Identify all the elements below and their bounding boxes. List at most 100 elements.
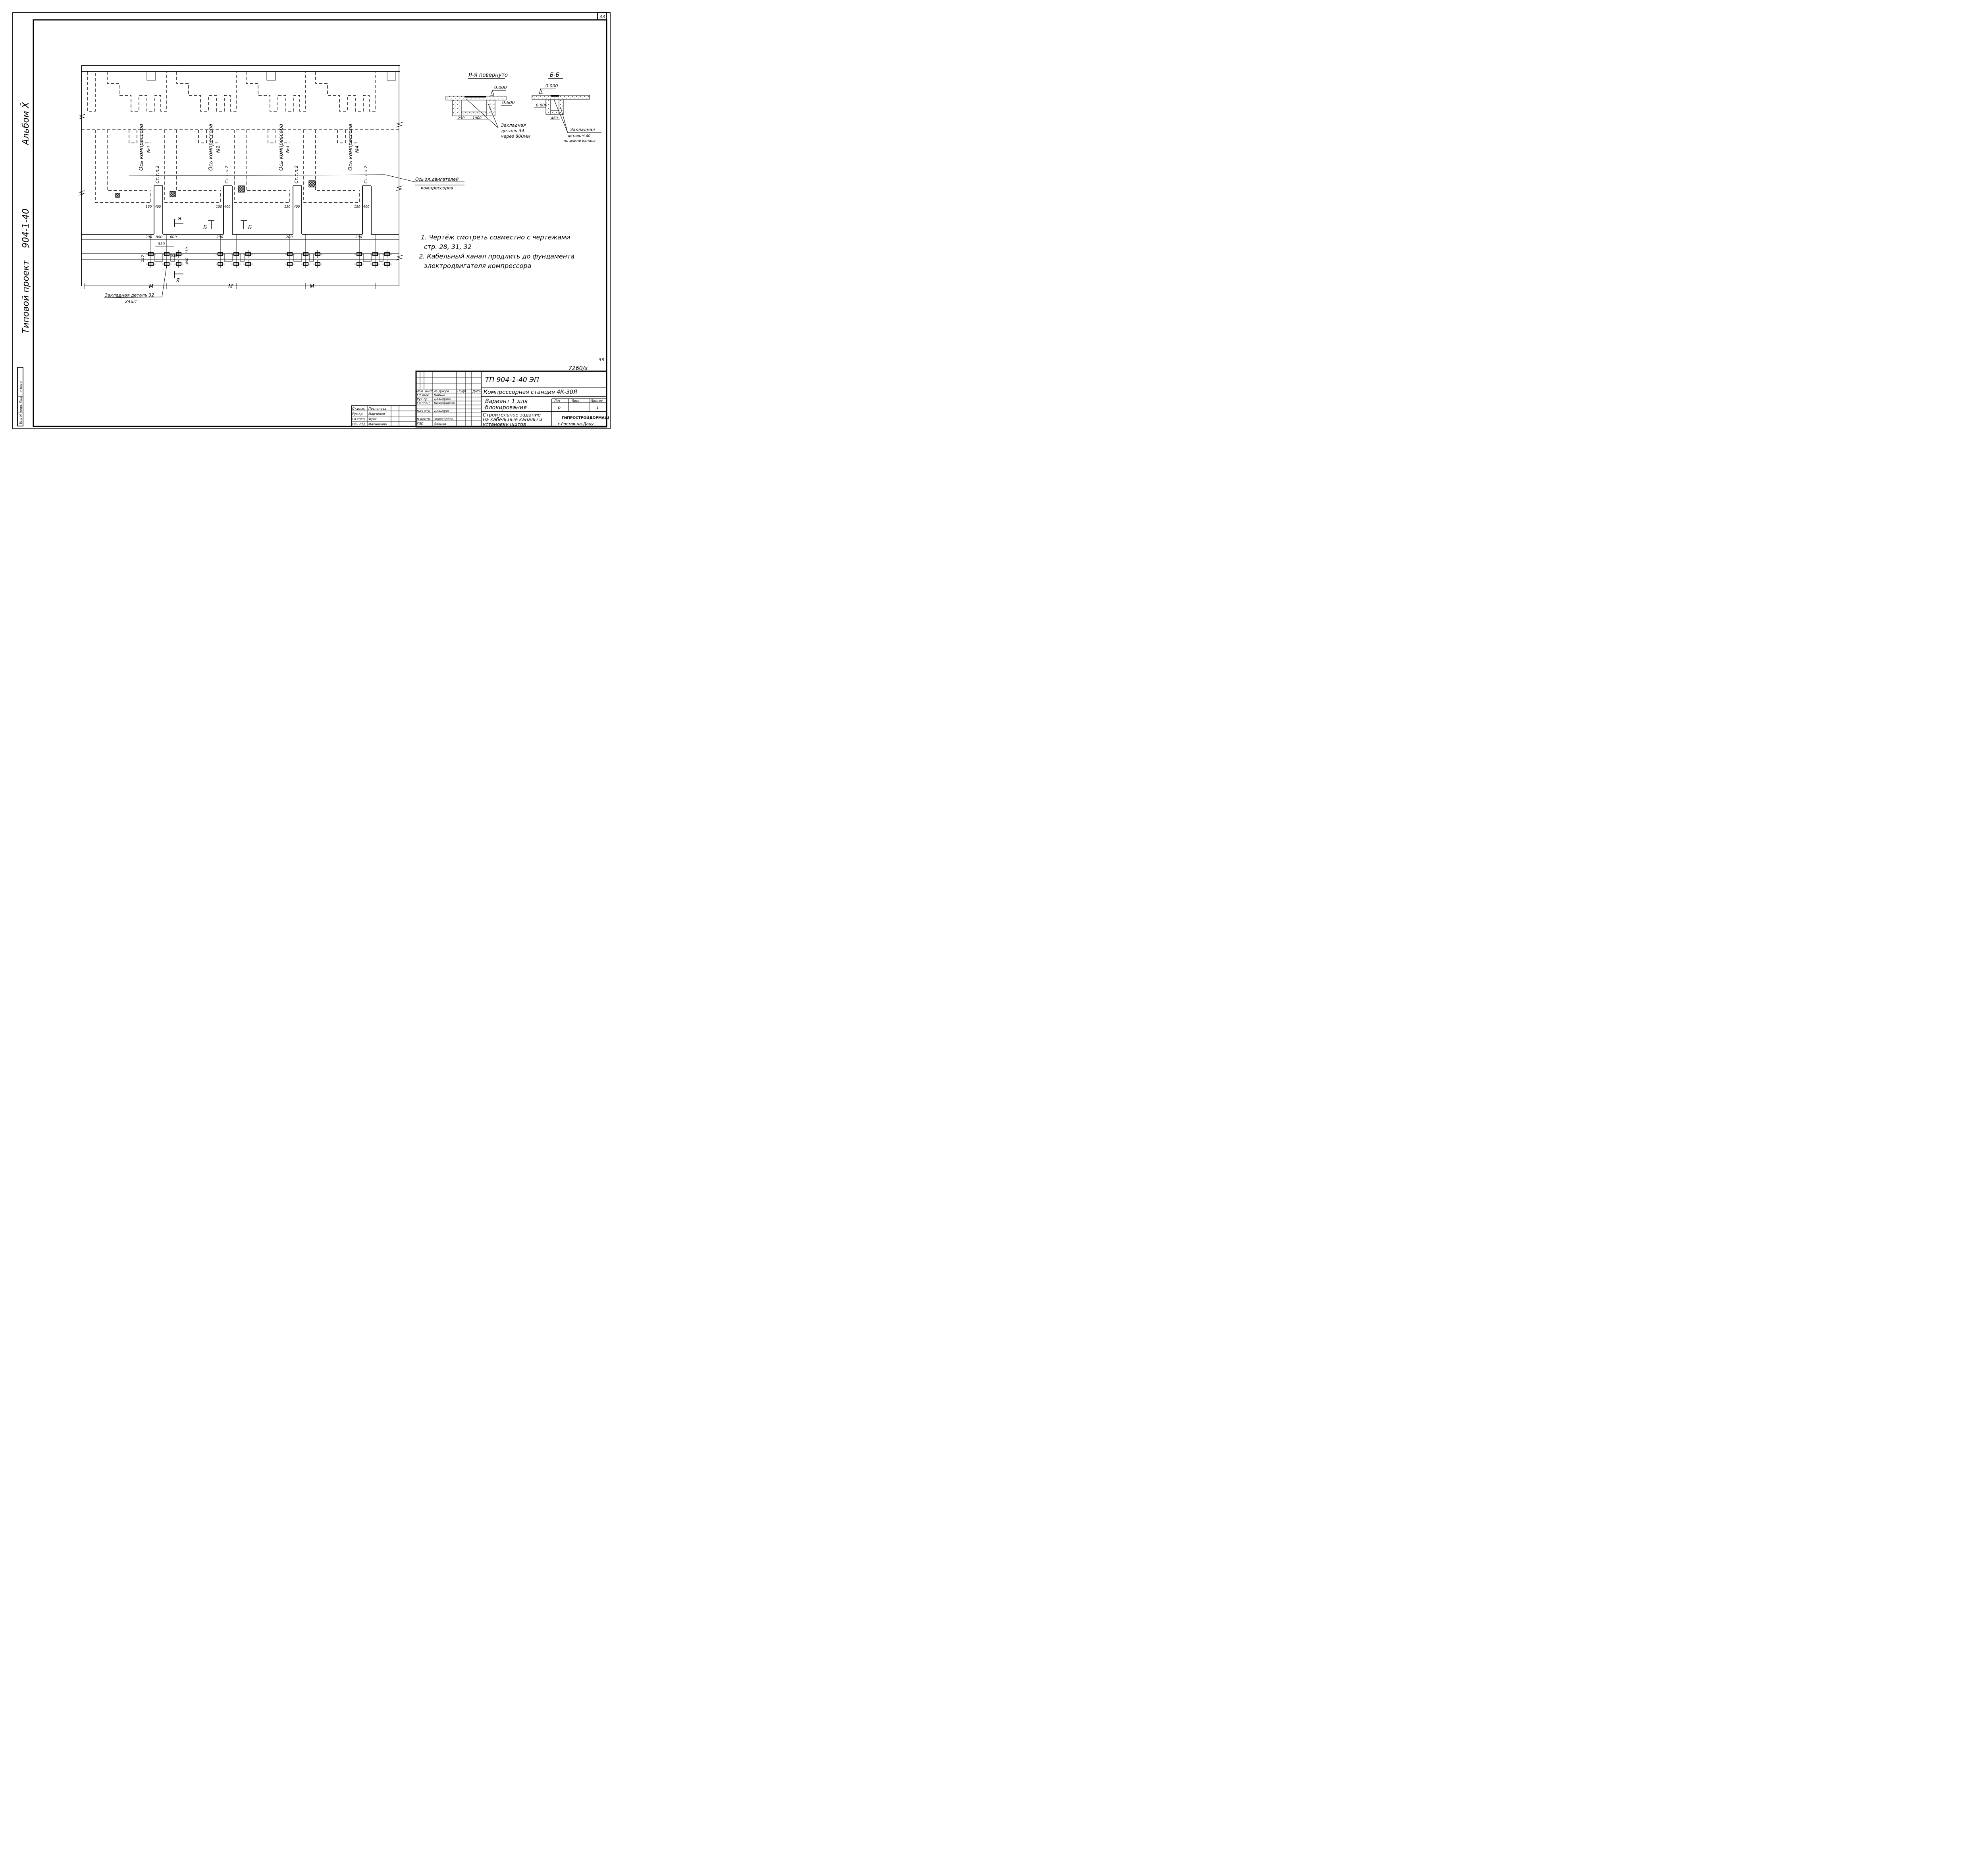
section-mark-a1: Я: [177, 216, 181, 222]
drawing-sheet: 33 Типовой проект 904-1-40 Альбом X̄ Инв…: [12, 12, 611, 429]
inv-strip-label: Инв N подл. Подп. и дата: [19, 382, 23, 424]
svg-text:Рук.гр.: Рук.гр.: [352, 412, 364, 416]
sheet-title-2: на кабельные каналы и: [483, 417, 542, 422]
svg-text:№ докум: № докум: [434, 389, 449, 393]
section-aa: Я-Я повернуто 0.000 0.600 250 1000 Закла…: [445, 72, 530, 139]
compressor-number: №2: [216, 146, 221, 153]
bottom-dim-3: M: [310, 284, 314, 290]
variant-line-2: блокирования: [485, 405, 527, 411]
svg-text:Махникова: Махникова: [368, 422, 387, 426]
svg-text:400: 400: [224, 205, 230, 208]
svg-text:ГИП: ГИП: [417, 422, 423, 426]
plan-drawing: M M M Я Я Б Б 200 800 550 600 550 150 15…: [78, 65, 464, 304]
note-2-cont: электродвигателя компрессора: [424, 262, 531, 270]
svg-text:150: 150: [185, 247, 189, 254]
compressor-axis: Ось компрессора: [348, 124, 354, 171]
svg-text:Марченко: Марченко: [368, 412, 385, 416]
compressor-number: №3: [285, 146, 290, 153]
svg-text:200: 200: [145, 235, 152, 239]
svg-text:Изм: Изм: [416, 389, 423, 393]
svg-text:Кожевников: Кожевников: [434, 401, 455, 405]
compressor-axis: Ось компрессора: [278, 124, 284, 171]
section-bb: Б-Б 0.000 0.600 460 Закладная деталь Ч-4…: [532, 72, 601, 143]
first-group-dims: 200 800 550 600 550 150 150 400: [141, 235, 189, 264]
svg-text:150: 150: [216, 205, 222, 208]
svg-text:200: 200: [355, 235, 362, 239]
cable-tray-label: Ст.т.п.2: [224, 166, 229, 183]
cable-tray-label: Ст.т.п.2: [363, 166, 368, 183]
svg-text:Гл.спец.: Гл.спец.: [417, 401, 431, 405]
svg-text:1: 1: [596, 405, 599, 410]
bottom-dim-2: M: [228, 284, 233, 290]
section-aa-title: Я-Я повернуто: [468, 72, 508, 78]
svg-text:400: 400: [155, 205, 161, 208]
general-notes: 1. Чертёж смотреть совместно с чертежами…: [419, 233, 574, 270]
svg-text:Поспоньев: Поспоньев: [368, 407, 386, 411]
cable-tray-label: Ст.т.п.2: [294, 166, 299, 183]
sheet-title-3: установку щитов: [482, 422, 526, 427]
compressor-3: Ось компрессора №3 Ст.т.п.2 150 400 200: [278, 124, 300, 239]
compressor-4: Ось компрессора №4 Ст.т.п.2 150 400 200: [348, 124, 369, 239]
svg-text:Ст.инж.: Ст.инж.: [417, 393, 430, 397]
compressor-1: Ось компрессора №1 Ст.т.п.2 150 400: [139, 124, 161, 208]
svg-text:0.000: 0.000: [545, 83, 558, 89]
svg-text:600: 600: [170, 235, 177, 239]
svg-text:Фукс: Фукс: [368, 417, 377, 421]
svg-text:Золотарёва: Золотарёва: [434, 417, 453, 421]
bottom-dim-1: M: [149, 284, 153, 290]
organization: ГИПРОСТРОЙДОРМАШ: [562, 415, 609, 420]
svg-text:250: 250: [458, 116, 464, 120]
side-stamp: Типовой проект 904-1-40 Альбом X̄ Инв N …: [17, 102, 31, 426]
svg-text:150: 150: [146, 205, 152, 208]
section-bb-title: Б-Б: [550, 72, 559, 78]
section-mark-b1: Б: [203, 224, 207, 231]
svg-text:Нач.отд.: Нач.отд.: [417, 409, 431, 413]
inv-strip-box: [17, 367, 23, 426]
svg-text:1000: 1000: [472, 116, 482, 120]
note-2: 2. Кабельный канал продлить до фундамент…: [419, 253, 574, 260]
designation: ТП 904-1-40 ЭП: [485, 376, 539, 384]
page-number: 33: [599, 14, 605, 19]
compressor-labels: Ось компрессора №1 Ст.т.п.2 150 400 Ось …: [139, 124, 369, 239]
svg-text:Леонов: Леонов: [434, 422, 446, 426]
svg-text:Нач.отд.: Нач.отд.: [352, 422, 366, 426]
note-1: 1. Чертёж смотреть совместно с чертежами: [421, 233, 570, 241]
embedded-label-1: Закладная деталь 32: [105, 293, 154, 298]
svg-text:Лист: Лист: [424, 389, 433, 393]
svg-text:Давыдов: Давыдов: [434, 409, 449, 413]
svg-text:Рук.гр.: Рук.гр.: [417, 397, 428, 401]
compressor-axis: Ось компрессора: [208, 124, 214, 171]
svg-text:400: 400: [363, 205, 369, 208]
svg-text:Закладная: Закладная: [570, 127, 595, 132]
svg-text:800: 800: [156, 235, 162, 239]
svg-text:400: 400: [185, 258, 189, 264]
city: г.Ростов-на-Дону: [558, 422, 594, 426]
svg-text:Гл.спец.: Гл.спец.: [352, 417, 366, 421]
variant-line-1: Вариант 1 для: [485, 398, 528, 405]
station-name: Компрессорная станция 4К-30Я: [484, 389, 577, 395]
section-mark-a2: Я: [176, 278, 180, 283]
svg-text:деталь 34: деталь 34: [501, 128, 524, 133]
inner-frame: [33, 19, 607, 427]
svg-text:0.600: 0.600: [536, 103, 547, 108]
svg-text:150: 150: [354, 205, 360, 208]
svg-text:Лист: Лист: [571, 399, 580, 403]
compressor-number: №4: [355, 146, 360, 153]
sheet-title-1: Строительное задание: [483, 412, 541, 418]
svg-text:150: 150: [141, 255, 145, 262]
svg-text:0.000: 0.000: [494, 85, 507, 90]
svg-text:550: 550: [171, 254, 177, 258]
compressor-axis: Ось компрессора: [139, 124, 145, 171]
svg-text:деталь Ч-40: деталь Ч-40: [567, 134, 591, 138]
archive-number: 7260/x: [569, 365, 588, 372]
side-album: Альбом X̄: [21, 102, 31, 146]
embedded-label-2: 24шт: [125, 299, 137, 304]
title-block: 33 7260/x: [351, 357, 609, 428]
svg-text:460: 460: [551, 116, 558, 120]
side-typical-project: Типовой проект: [21, 260, 31, 334]
svg-text:Листов: Листов: [590, 399, 603, 403]
svg-text:400: 400: [294, 205, 300, 208]
compressor-number: №1: [146, 146, 151, 153]
svg-text:200: 200: [216, 235, 223, 239]
motor-axis-label-2: компрессоров: [421, 185, 453, 191]
